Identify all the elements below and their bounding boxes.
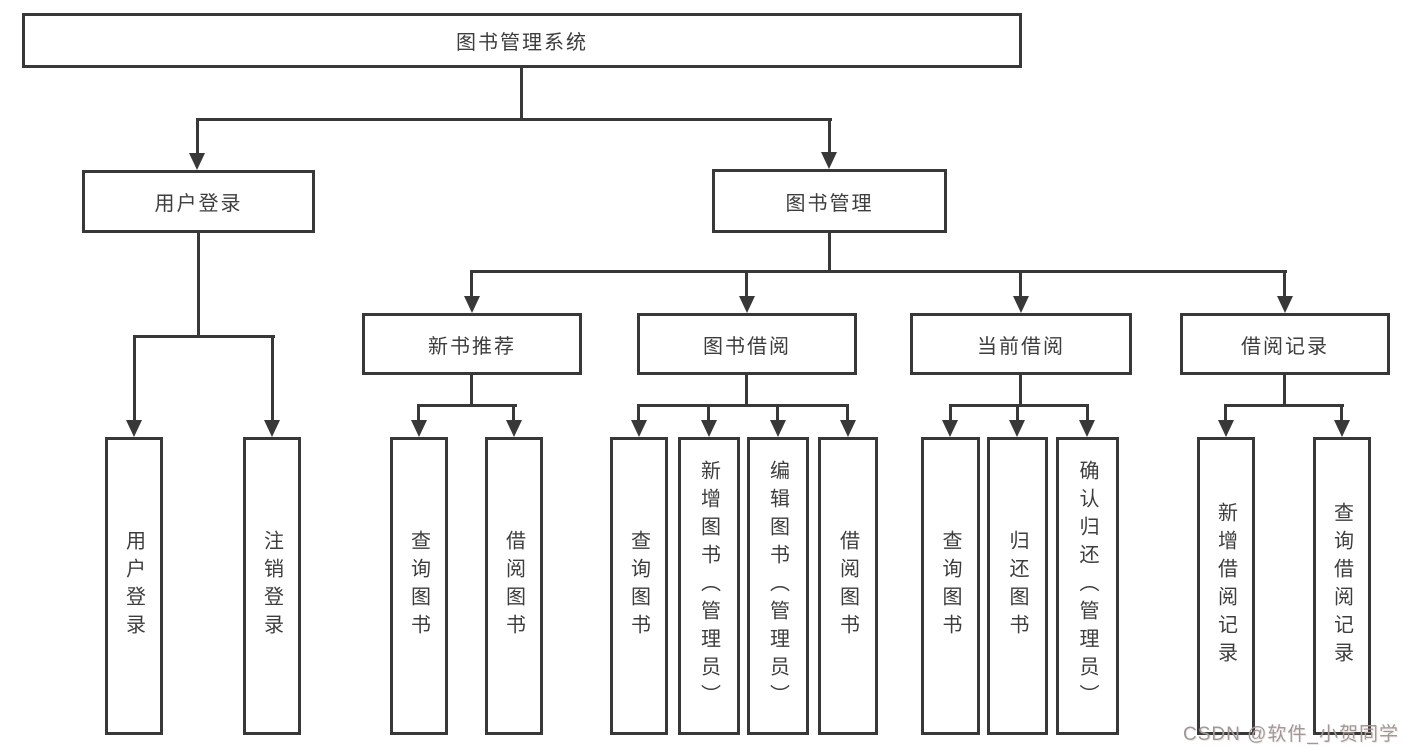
node-user-login: 用户登录	[82, 170, 315, 233]
connector-line	[707, 404, 710, 421]
arrow-down-icon	[126, 420, 142, 437]
connector-line	[745, 270, 748, 298]
connector-line	[512, 404, 515, 421]
arrow-down-icon	[942, 420, 958, 437]
connector-line	[196, 118, 199, 154]
connector-line	[828, 233, 831, 270]
arrow-down-icon	[739, 296, 755, 313]
connector-line	[1283, 375, 1286, 406]
node-book-borrowing: 图书借阅	[637, 313, 857, 375]
arrow-down-icon	[701, 420, 717, 437]
connector-line	[1019, 270, 1022, 298]
arrow-down-icon	[1334, 420, 1350, 437]
connector-line	[846, 404, 849, 421]
arrow-down-icon	[1013, 296, 1029, 313]
arrow-down-icon	[189, 153, 205, 170]
connector-line	[1016, 404, 1019, 421]
arrow-down-icon	[1079, 420, 1095, 437]
arrow-down-icon	[464, 296, 480, 313]
leaf-bb-edit-books-admin: 编辑图书（管理员）	[747, 437, 809, 735]
connector-line	[197, 233, 200, 335]
leaf-br-query-record: 查询借阅记录	[1313, 437, 1371, 735]
leaf-rec-borrow-books: 借阅图书	[485, 437, 543, 735]
leaf-logout: 注销登录	[243, 437, 301, 735]
arrow-down-icon	[506, 420, 522, 437]
connector-line	[133, 335, 275, 338]
csdn-watermark: CSDN @软件_小贺同学	[1183, 724, 1399, 745]
arrow-down-icon	[1009, 420, 1025, 437]
connector-line	[470, 375, 473, 406]
connector-line	[1225, 404, 1344, 407]
connector-line	[1283, 270, 1286, 298]
leaf-user-login: 用户登录	[105, 437, 163, 735]
connector-line	[196, 118, 832, 121]
connector-line	[520, 68, 523, 120]
connector-line	[471, 270, 1287, 273]
node-borrowing-records: 借阅记录	[1180, 313, 1390, 375]
node-current-borrowing: 当前借阅	[910, 313, 1132, 375]
leaf-rec-query-books: 查询图书	[390, 437, 448, 735]
connector-line	[417, 404, 420, 421]
leaf-bb-query-books: 查询图书	[610, 437, 668, 735]
arrow-down-icon	[631, 420, 647, 437]
arrow-down-icon	[264, 420, 280, 437]
leaf-cb-query-books: 查询图书	[921, 437, 980, 735]
leaf-br-add-record: 新增借阅记录	[1197, 437, 1255, 735]
leaf-bb-borrow-books: 借阅图书	[818, 437, 878, 735]
connector-line	[133, 335, 136, 421]
arrow-down-icon	[770, 420, 786, 437]
leaf-cb-return-books: 归还图书	[987, 437, 1048, 735]
arrow-down-icon	[1277, 296, 1293, 313]
arrow-down-icon	[411, 420, 427, 437]
connector-line	[1019, 375, 1022, 406]
connector-line	[949, 404, 1089, 407]
node-new-book-recommend: 新书推荐	[362, 313, 582, 375]
connector-line	[1086, 404, 1089, 421]
connector-line	[1340, 404, 1343, 421]
connector-line	[949, 404, 952, 421]
arrow-down-icon	[821, 152, 837, 169]
connector-line	[418, 404, 517, 407]
connector-line	[637, 404, 640, 421]
arrow-down-icon	[840, 420, 856, 437]
leaf-bb-add-books-admin: 新增图书（管理员）	[678, 437, 740, 735]
node-book-management: 图书管理	[712, 169, 947, 233]
connector-line	[470, 270, 473, 298]
connector-line	[1224, 404, 1227, 421]
connector-line	[745, 375, 748, 406]
connector-line	[828, 118, 831, 153]
node-root-system: 图书管理系统	[22, 13, 1022, 68]
connector-line	[638, 404, 849, 407]
leaf-cb-confirm-return-admin: 确认归还（管理员）	[1056, 437, 1119, 735]
arrow-down-icon	[1218, 420, 1234, 437]
connector-line	[271, 335, 274, 421]
connector-line	[776, 404, 779, 421]
